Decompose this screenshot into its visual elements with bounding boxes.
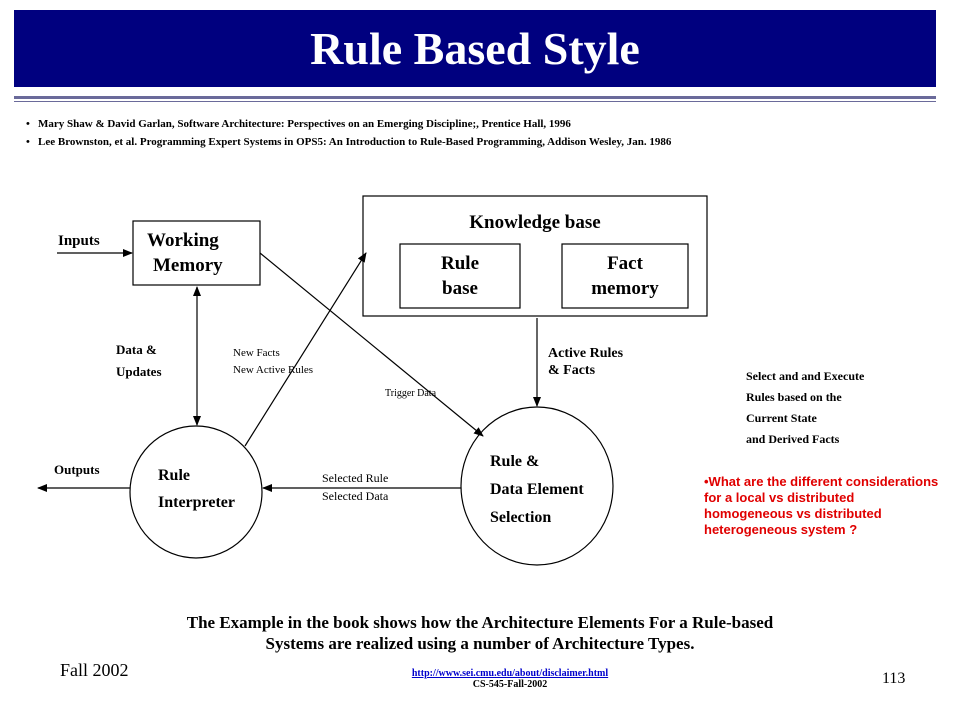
selected-label: Selected Rule Selected Data	[322, 469, 388, 505]
selection-label: Rule & Data Element Selection	[490, 448, 584, 532]
new-facts-arrow	[244, 252, 367, 447]
divider-thin	[14, 101, 936, 102]
new-facts-label: New Facts New Active Rules	[233, 345, 313, 379]
caption-line2: Systems are realized using a number of A…	[265, 634, 695, 653]
reference-item: Lee Brownston, et al. Programming Expert…	[24, 136, 934, 148]
rule-interpreter-line1: Rule	[158, 467, 190, 484]
rule-base-box	[399, 243, 521, 309]
active-rules-line1: Active Rules	[548, 346, 624, 361]
data-updates-line1: Data &	[116, 342, 157, 357]
fact-memory-line2: memory	[591, 278, 659, 299]
selected-line2: Selected Data	[322, 489, 389, 503]
working-memory-line1: Working	[147, 230, 219, 251]
rule-interpreter-ellipse	[129, 425, 263, 559]
selection-line1: Rule &	[490, 453, 540, 470]
footer-term: Fall 2002	[60, 660, 129, 680]
footer-center: http://www.sei.cmu.edu/about/disclaimer.…	[380, 668, 640, 690]
trigger-data-label: Trigger Data	[385, 388, 437, 399]
reference-item: Mary Shaw & David Garlan, Software Archi…	[24, 118, 934, 130]
data-updates-label: Data & Updates	[116, 339, 162, 383]
rule-interpreter-label: Rule Interpreter	[158, 462, 235, 516]
slide-title: Rule Based Style	[310, 23, 640, 74]
working-memory-label: Working Memory	[133, 228, 283, 278]
data-updates-line2: Updates	[116, 364, 162, 379]
rule-base-line2: base	[442, 278, 478, 299]
selection-ellipse	[460, 406, 614, 566]
selected-line1: Selected Rule	[322, 471, 389, 485]
trigger-data-arrow	[259, 252, 484, 437]
select-execute-line: Current State	[746, 411, 817, 425]
selection-line2: Data Element	[490, 481, 584, 498]
discussion-question: •What are the different considerations f…	[704, 474, 939, 537]
new-facts-line2: New Active Rules	[233, 364, 314, 376]
inputs-label: Inputs	[58, 233, 100, 249]
references: Mary Shaw & David Garlan, Software Archi…	[24, 118, 934, 154]
select-execute-line: Select and and Execute	[746, 369, 865, 383]
page-number: 113	[882, 670, 906, 687]
working-memory-box	[132, 220, 261, 286]
course-code: CS-545-Fall-2002	[472, 679, 548, 690]
fact-memory-box	[561, 243, 689, 309]
working-memory-line2: Memory	[153, 255, 223, 276]
rule-base-label: Rule base	[400, 251, 520, 301]
knowledge-base-label: Knowledge base	[469, 212, 601, 233]
select-execute-line: Rules based on the	[746, 390, 842, 404]
select-execute-note: Select and and Execute Rules based on th…	[746, 366, 864, 450]
fact-memory-label: Fact memory	[562, 251, 688, 301]
active-rules-line2: & Facts	[548, 363, 596, 378]
active-rules-label: Active Rules & Facts	[548, 345, 623, 379]
select-execute-line: and Derived Facts	[746, 432, 840, 446]
title-bar: Rule Based Style	[14, 10, 936, 87]
outputs-label: Outputs	[54, 462, 100, 477]
caption: The Example in the book shows how the Ar…	[60, 612, 900, 654]
new-facts-line1: New Facts	[233, 347, 280, 359]
divider-thick	[14, 96, 936, 99]
rule-interpreter-line2: Interpreter	[158, 494, 235, 511]
disclaimer-link[interactable]: http://www.sei.cmu.edu/about/disclaimer.…	[411, 668, 609, 679]
rule-base-line1: Rule	[441, 253, 479, 274]
selection-line3: Selection	[490, 509, 552, 526]
fact-memory-line1: Fact	[607, 253, 643, 274]
caption-line1: The Example in the book shows how the Ar…	[186, 613, 774, 632]
